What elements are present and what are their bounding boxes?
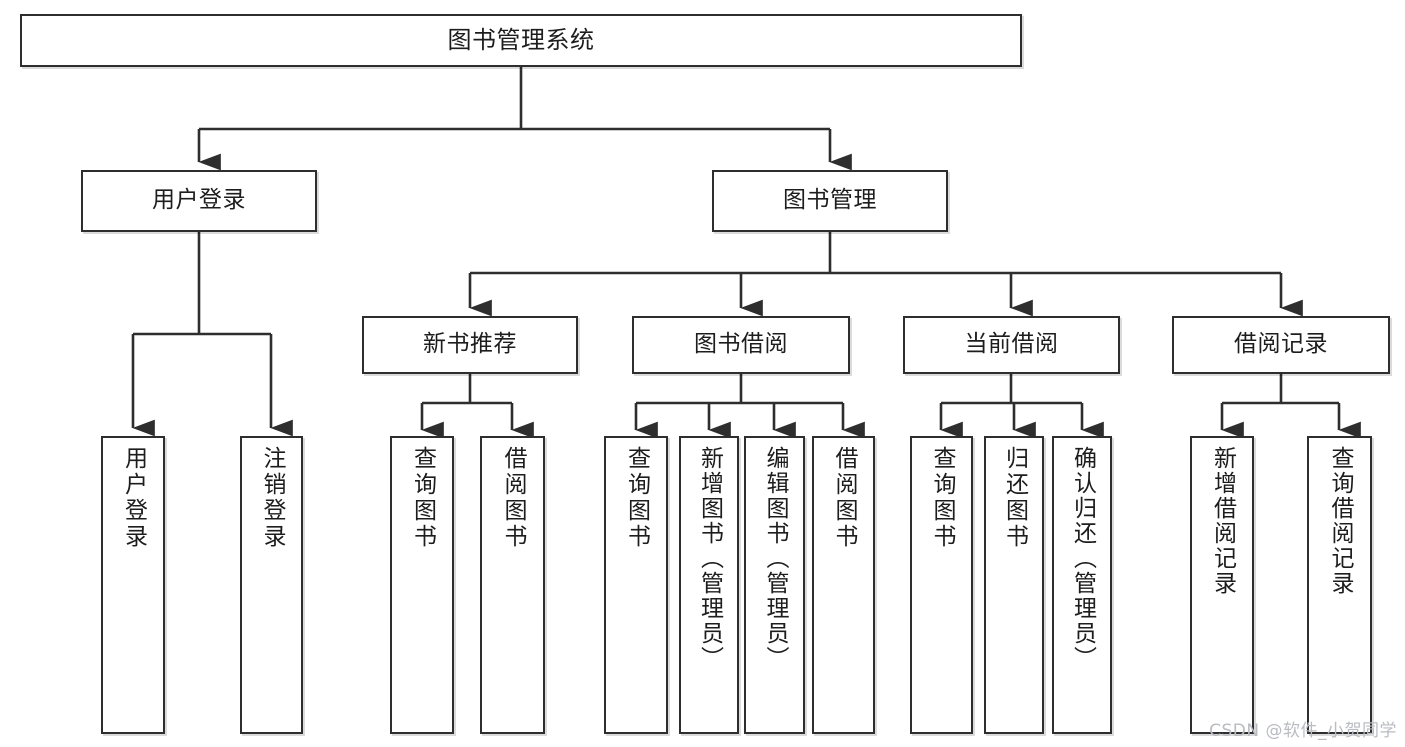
node-label: 图书管理: [783, 187, 877, 214]
leaf-user-login-1[interactable]: 用户登录: [101, 436, 165, 734]
node-current-borrow[interactable]: 当前借阅: [903, 316, 1120, 374]
leaf-borrow-record-2[interactable]: 查询借阅记录: [1307, 436, 1372, 734]
node-label: 归还图书: [1001, 446, 1028, 550]
node-label: 新增借阅记录: [1209, 446, 1236, 596]
leaf-book-borrow-3[interactable]: 编辑图书（管理员）: [744, 436, 805, 734]
node-label: 图书管理系统: [447, 26, 595, 55]
node-new-book-recommend[interactable]: 新书推荐: [362, 316, 578, 374]
node-label: 查询图书: [929, 446, 955, 550]
node-label: 确认归还（管理员）: [1069, 446, 1096, 671]
node-label: 查询借阅记录: [1327, 446, 1353, 596]
leaf-book-borrow-1[interactable]: 查询图书: [604, 436, 668, 734]
node-label: 查询图书: [623, 446, 650, 550]
node-label: 查询图书: [409, 446, 436, 550]
node-label: 用户登录: [120, 446, 147, 550]
node-borrow-record[interactable]: 借阅记录: [1172, 316, 1390, 374]
leaf-book-borrow-4[interactable]: 借阅图书: [812, 436, 875, 734]
node-label: 新增图书（管理员）: [696, 446, 723, 671]
node-label: 注销登录: [259, 446, 285, 550]
leaf-user-login-2[interactable]: 注销登录: [240, 436, 303, 734]
leaf-borrow-record-1[interactable]: 新增借阅记录: [1190, 436, 1254, 734]
node-label: 当前借阅: [964, 331, 1059, 358]
node-label: 借阅图书: [500, 446, 526, 550]
node-book-borrow[interactable]: 图书借阅: [632, 316, 850, 374]
leaf-current-borrow-2[interactable]: 归还图书: [984, 436, 1044, 734]
node-label: 新书推荐: [423, 331, 517, 358]
node-label: 图书借阅: [694, 331, 788, 358]
node-book-manage[interactable]: 图书管理: [712, 170, 948, 232]
leaf-book-borrow-2[interactable]: 新增图书（管理员）: [679, 436, 739, 734]
leaf-current-borrow-3[interactable]: 确认归还（管理员）: [1052, 436, 1112, 734]
csdn-watermark: CSDN @软件_小贺同学: [1209, 721, 1397, 741]
node-label: 借阅图书: [831, 446, 857, 550]
leaf-new-book-1[interactable]: 查询图书: [390, 436, 454, 734]
node-root-system[interactable]: 图书管理系统: [20, 14, 1022, 67]
node-user-login[interactable]: 用户登录: [81, 170, 317, 232]
node-label: 编辑图书（管理员）: [762, 446, 788, 671]
node-label: 借阅记录: [1234, 331, 1328, 358]
node-label: 用户登录: [152, 187, 246, 214]
leaf-current-borrow-1[interactable]: 查询图书: [910, 436, 973, 734]
leaf-new-book-2[interactable]: 借阅图书: [480, 436, 545, 734]
